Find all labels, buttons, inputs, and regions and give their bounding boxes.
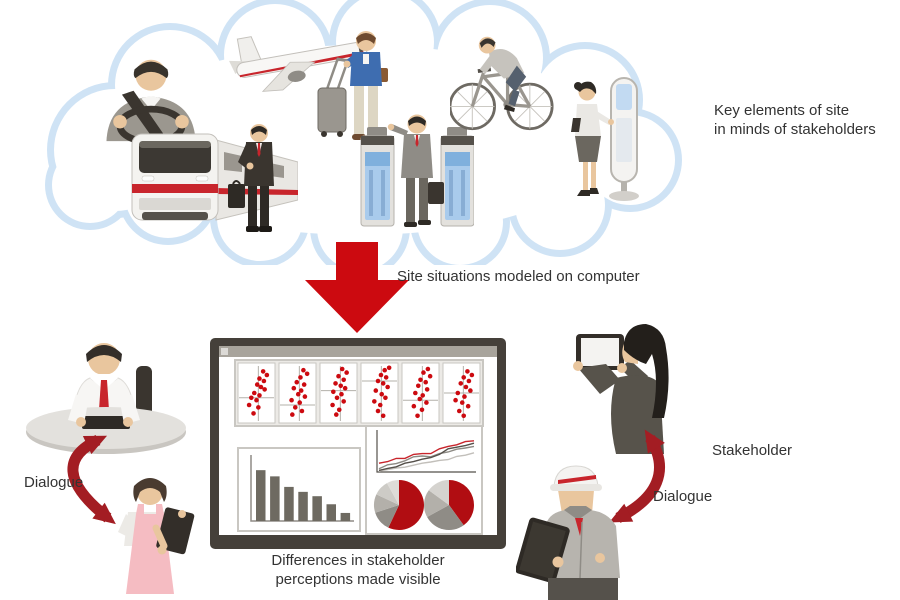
cloud-caption: Key elements of site in minds of stakeho…	[714, 102, 876, 138]
pie-charts	[367, 477, 481, 533]
scatter-strip	[234, 359, 484, 427]
monitor-caption: Differences in stakeholder perceptions m…	[271, 552, 445, 588]
right-dialogue-label: Dialogue	[653, 488, 713, 505]
car-driver-illustration	[106, 59, 196, 144]
left-dialogue-label: Dialogue	[24, 474, 84, 491]
left-dialogue-arrow	[67, 435, 116, 525]
cyclist-illustration	[450, 36, 554, 131]
businessman-illustration	[228, 124, 274, 232]
right-dialogue-arrow	[609, 429, 665, 523]
stakeholder-label: Stakeholder	[712, 442, 793, 459]
line-and-pie-panel	[365, 425, 483, 535]
monitor-frame	[210, 338, 506, 549]
staff-woman-tablet-illustration	[118, 478, 195, 594]
flow-arrow-caption: Site situations modeled on computer	[397, 268, 640, 285]
line-chart	[367, 427, 481, 477]
analyst-at-desk-illustration	[26, 343, 186, 454]
monitor-screen	[219, 346, 497, 535]
down-arrow	[305, 242, 409, 333]
airplane-illustration	[229, 36, 368, 92]
kiosk-woman-illustration	[571, 77, 639, 201]
ticket-gates-illustration	[360, 114, 474, 227]
bar-chart	[237, 447, 361, 532]
field-worker-tablet-illustration	[516, 465, 620, 600]
window-control-icon	[221, 348, 228, 355]
monitor-titlebar	[219, 346, 497, 357]
traveler-suitcase-illustration	[317, 31, 388, 140]
